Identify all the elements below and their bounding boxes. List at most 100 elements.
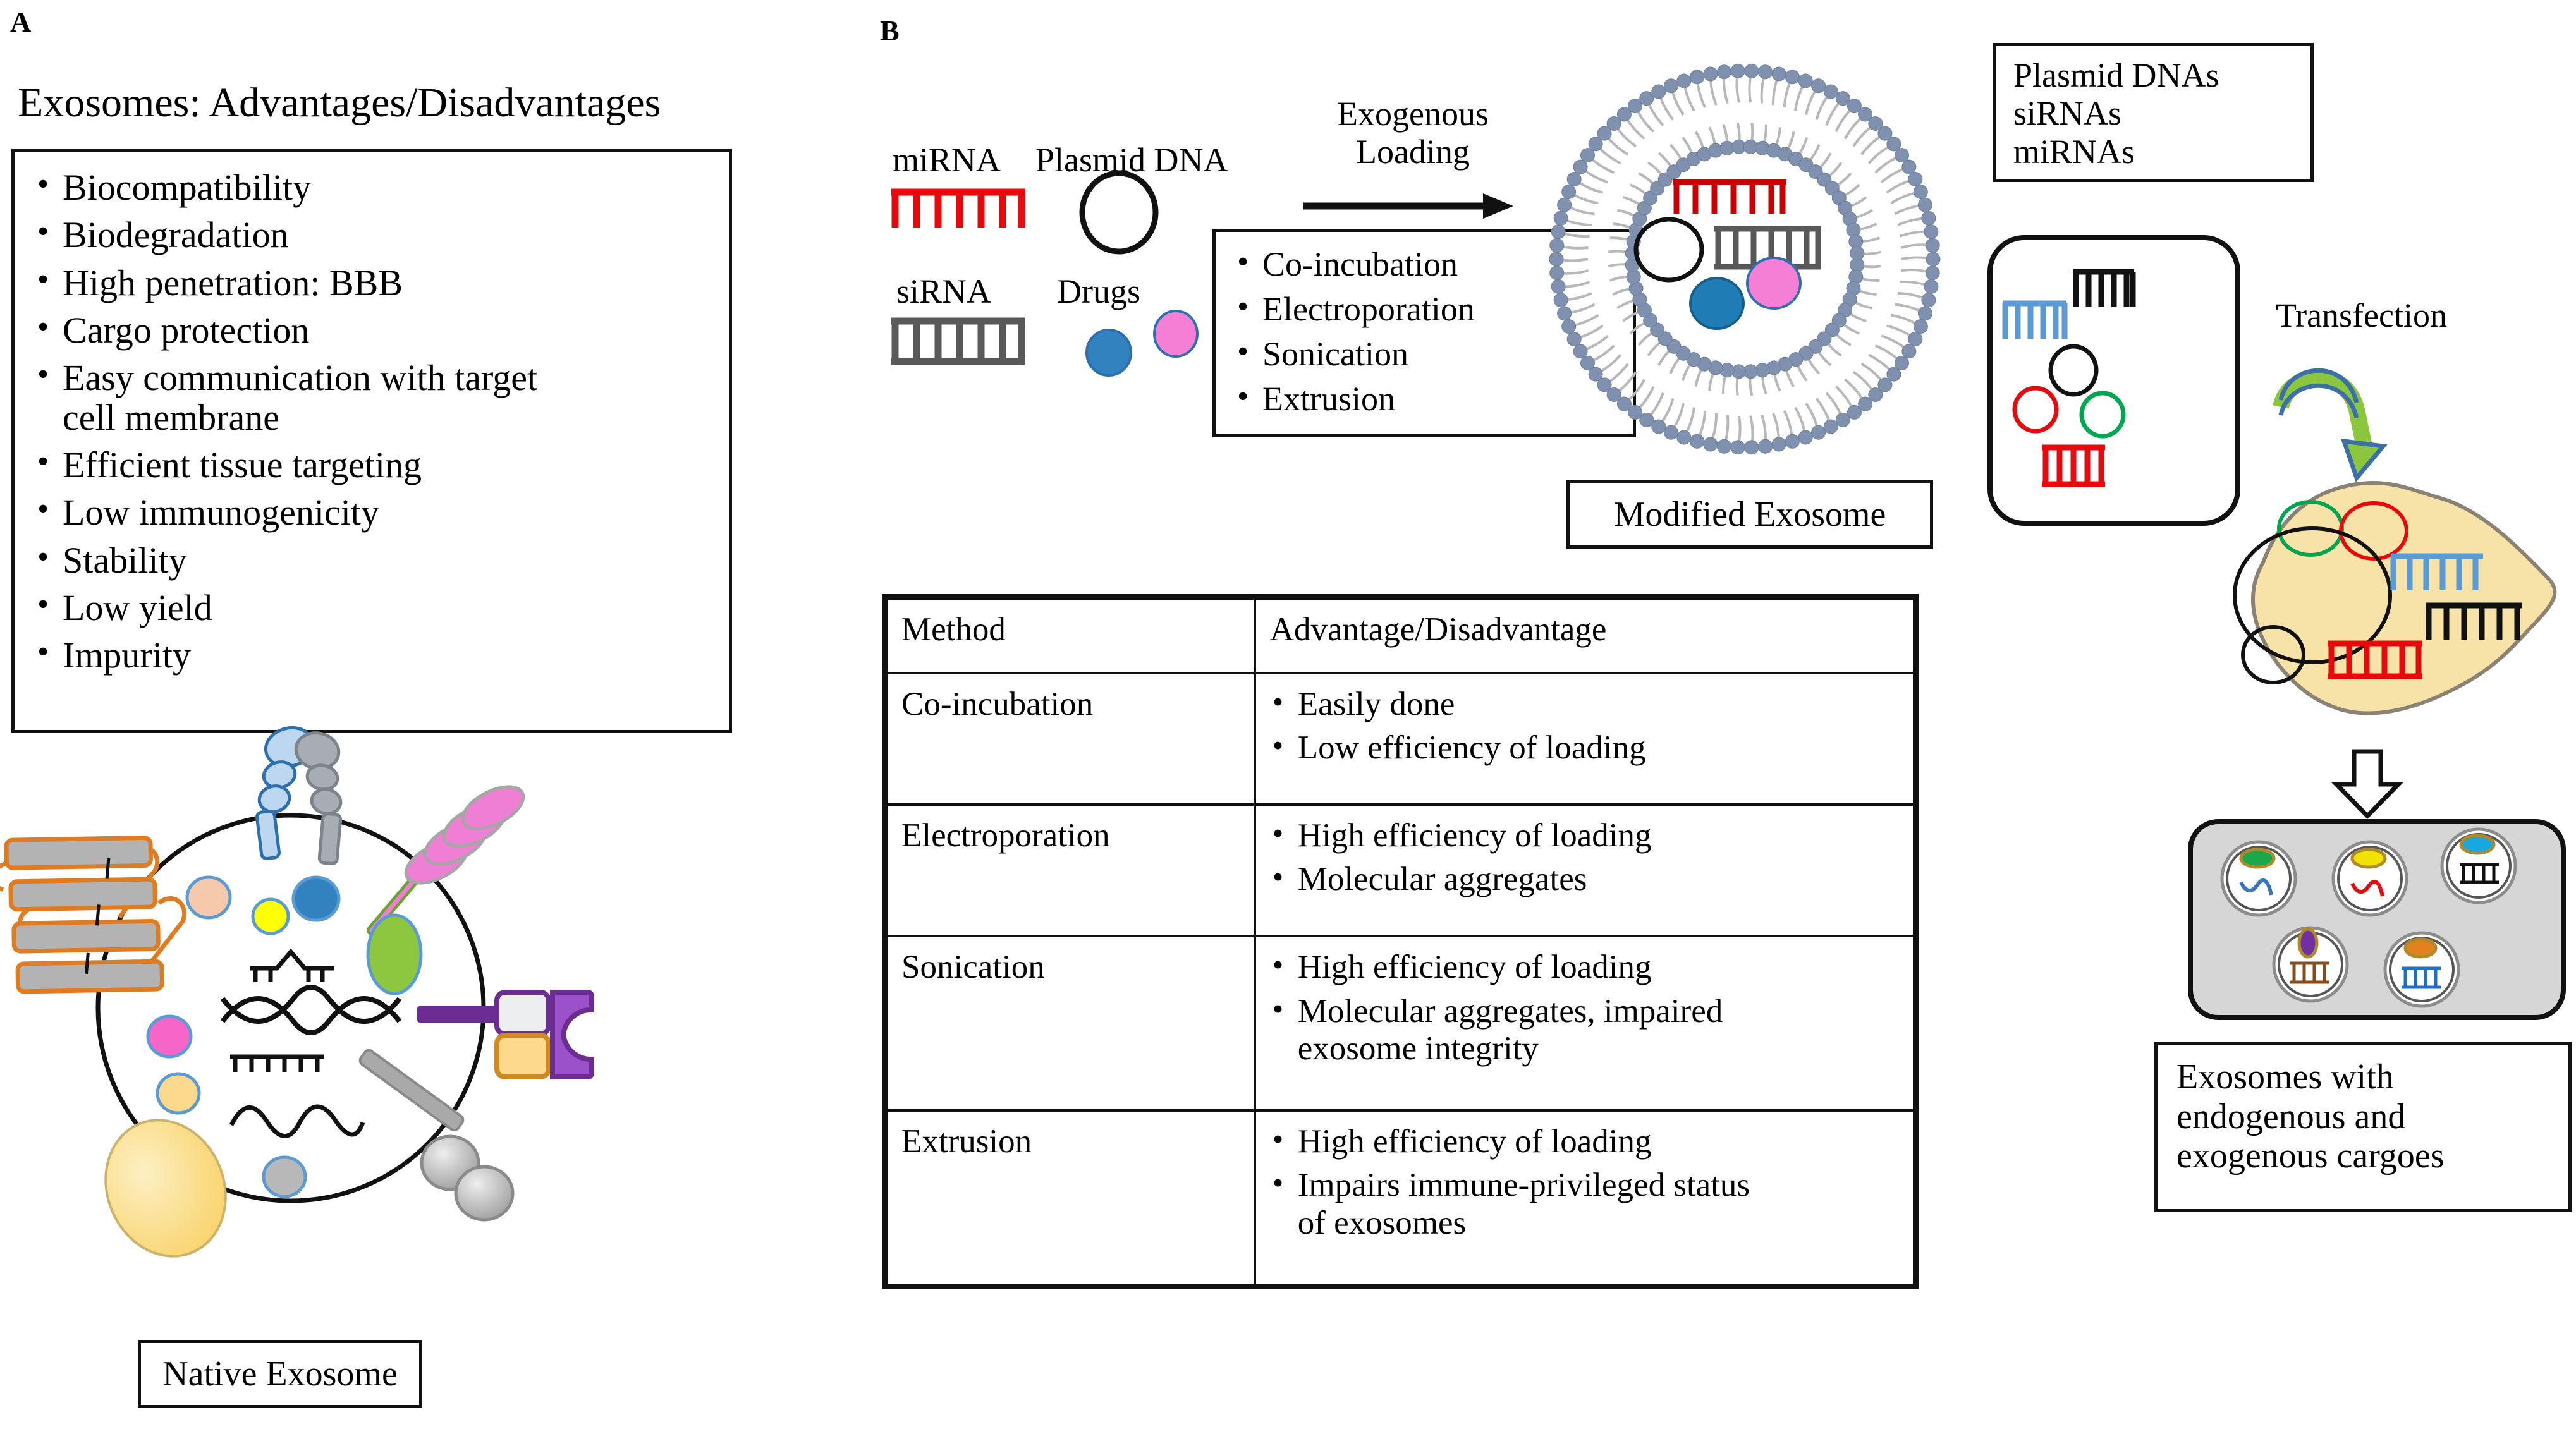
lumen-drug-blue-icon — [1689, 277, 1745, 330]
plasmid-dna-circle-icon — [1079, 170, 1159, 255]
loading-methods-list: Co-incubationElectroporationSonicationEx… — [1233, 245, 1633, 417]
double-helix-dna-icon — [220, 985, 402, 1035]
mix-plasmid-black-icon — [2048, 344, 2099, 397]
table-point-item: Molecular aggregates — [1270, 859, 1905, 898]
advantages-list-item: High penetration: BBB — [34, 262, 729, 303]
mrna-strand-icon — [250, 948, 334, 982]
lumen-mirna-icon — [1673, 179, 1786, 214]
table-row: SonicationHigh efficiency of loadingMole… — [885, 935, 1916, 1112]
table-point-item: Low efficiency of loading — [1270, 727, 1905, 767]
loaded-exosome-2 — [2331, 840, 2408, 917]
loading-method-item: Extrusion — [1233, 379, 1633, 417]
loaded-exosome-4 — [2272, 926, 2349, 1003]
advantages-list-item: Cargo protection — [34, 310, 729, 350]
table-row: ExtrusionHigh efficiency of loadingImpai… — [885, 1109, 1916, 1286]
cell-plasmid-red-icon — [2339, 501, 2408, 561]
mirna-label: miRNA — [893, 141, 1001, 179]
advantages-list-item: Easy communication with target cell memb… — [34, 357, 729, 437]
table-points-cell: High efficiency of loadingImpairs immune… — [1253, 1109, 1916, 1286]
lumen-drug-pink-icon — [1746, 257, 1802, 310]
native-exosome-diagram — [0, 726, 594, 1258]
cargo-glyphs — [891, 170, 1199, 377]
table-method-cell: Extrusion — [885, 1109, 1256, 1286]
exogenous-loading-label: Exogenous Loading — [1337, 95, 1489, 171]
advantages-list-item: Biodegradation — [34, 214, 729, 255]
transfection-arrow-icon — [2273, 368, 2388, 482]
lipid-wave-icon — [229, 1104, 365, 1138]
panel-a-title: Exosomes: Advantages/Disadvantages — [18, 80, 661, 126]
sirna-label: siRNA — [896, 272, 992, 310]
drug-pink-icon — [1153, 310, 1199, 358]
advantages-list: BiocompatibilityBiodegradationHigh penet… — [34, 167, 729, 676]
cell-outline — [2251, 480, 2557, 715]
native-exosome-caption: Native Exosome — [138, 1340, 422, 1408]
table-header-cell: Method — [885, 597, 1256, 674]
loaded-exosome-3 — [2440, 827, 2517, 904]
transfection-label: Transfection — [2276, 296, 2447, 334]
advantages-list-item: Biocompatibility — [34, 167, 729, 207]
sirna-ladder-icon — [891, 317, 1025, 365]
panel-b-letter: B — [880, 15, 900, 47]
table-row: ElectroporationHigh efficiency of loadin… — [885, 803, 1916, 938]
drug-blue-icon — [1085, 329, 1132, 377]
advantages-list-item: Stability — [34, 540, 729, 580]
mix-box-outline — [1987, 235, 2240, 526]
table-point-item: High efficiency of loading — [1270, 1121, 1905, 1160]
loaded-exosomes-container — [2188, 819, 2566, 1020]
advantages-list-item: Low immunogenicity — [34, 492, 729, 532]
exogenous-loading-arrow-icon — [1303, 193, 1513, 219]
mix-plasmid-red-icon — [2012, 386, 2059, 434]
table-points-cell: Easily doneLow efficiency of loading — [1253, 671, 1916, 806]
nucleic-acid-mix-box — [1987, 235, 2240, 526]
advantages-box: BiocompatibilityBiodegradationHigh penet… — [11, 149, 732, 733]
modified-exosome-caption: Modified Exosome — [1566, 480, 1933, 549]
table-header-cell: Advantage/Disadvantage — [1253, 597, 1916, 674]
table-method-cell: Sonication — [885, 935, 1256, 1112]
cell-mirna-blue-icon — [2390, 553, 2483, 590]
tetraspanin-protein-icon — [0, 836, 186, 994]
table-point-item: Molecular aggregates, impaired exosome i… — [1270, 991, 1905, 1068]
table-points-cell: High efficiency of loadingMolecular aggr… — [1253, 803, 1916, 938]
mix-mirna-blue-icon — [2002, 300, 2068, 339]
table-point-item: Impairs immune-privileged status of exos… — [1270, 1165, 1905, 1242]
antibody-receptor-icon — [255, 726, 343, 865]
table-point-item: High efficiency of loading — [1270, 815, 1905, 854]
advantages-list-item: Low yield — [34, 587, 729, 628]
table-method-cell: Co-incubation — [885, 671, 1256, 806]
cell-vesicle-icon — [2241, 625, 2305, 684]
payload-box-text: Plasmid DNAs siRNAs miRNAs — [2013, 56, 2219, 171]
lipid-bilayer — [1549, 63, 1941, 455]
drugs-label: Drugs — [1057, 272, 1140, 310]
dumbbell-protein-icon — [358, 1049, 515, 1222]
modified-exosome-diagram — [1549, 63, 1941, 455]
loaded-exosome-5 — [2383, 931, 2460, 1008]
table-row: Co-incubationEasily doneLow efficiency o… — [885, 671, 1916, 806]
panel-a-letter: A — [10, 6, 32, 38]
mix-sirna-red-icon — [2042, 444, 2105, 487]
cell-nucleus-icon — [2233, 526, 2392, 664]
loaded-exosome-1 — [2220, 840, 2297, 917]
budding-vesicle-icon — [104, 1119, 227, 1258]
loading-method-item: Sonication — [1233, 334, 1633, 372]
loading-methods-box: Co-incubationElectroporationSonicationEx… — [1212, 229, 1636, 437]
mirna-strand-icon — [230, 1054, 324, 1072]
mix-mirna-black-icon — [2073, 269, 2136, 307]
payload-box: Plasmid DNAs siRNAs miRNAs — [1993, 43, 2314, 182]
mirna-comb-icon — [891, 188, 1025, 228]
down-arrow-icon — [2331, 749, 2404, 820]
table-points-cell: High efficiency of loadingMolecular aggr… — [1253, 935, 1916, 1112]
advantages-list-item: Efficient tissue targeting — [34, 444, 729, 485]
result-caption-box: Exosomes with endogenous and exogenous c… — [2154, 1042, 2572, 1212]
table-point-item: High efficiency of loading — [1270, 947, 1905, 986]
table-point-item: Easily done — [1270, 684, 1905, 723]
mix-plasmid-green-icon — [2079, 391, 2126, 439]
result-caption-text: Exosomes with endogenous and exogenous c… — [2176, 1057, 2445, 1176]
cell-mirna-black-icon — [2426, 602, 2522, 640]
table-method-cell: Electroporation — [885, 803, 1256, 938]
loading-method-item: Electroporation — [1233, 289, 1633, 327]
loading-method-item: Co-incubation — [1233, 245, 1633, 283]
transfected-cell-diagram — [2233, 480, 2557, 715]
